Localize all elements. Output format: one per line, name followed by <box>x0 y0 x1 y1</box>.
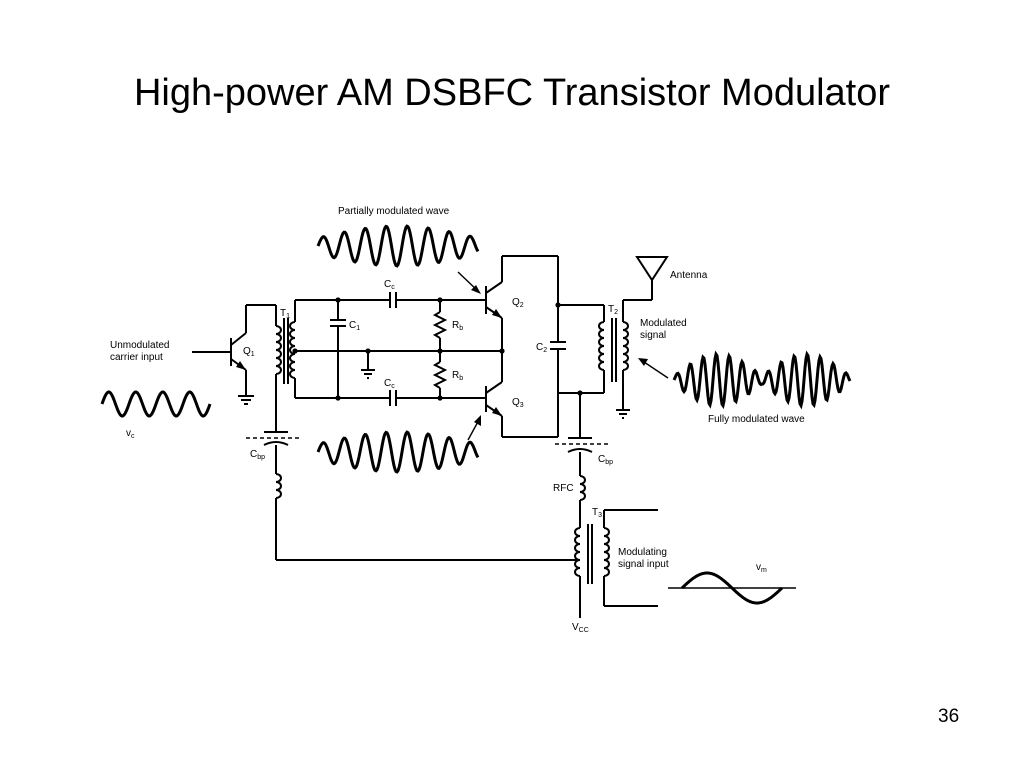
slide-title: High-power AM DSBFC Transistor Modulator <box>133 72 891 114</box>
cbp-left <box>246 431 578 561</box>
transformer-t1 <box>275 300 296 432</box>
carrier-input-label-2: carrier input <box>110 352 163 363</box>
vc-label: vc <box>126 428 135 440</box>
c1-label: C1 <box>349 320 360 332</box>
modulating-input-label-1: Modulating <box>618 547 667 558</box>
modulating-input-label-2: signal input <box>618 559 669 570</box>
slide-number: 36 <box>938 706 960 727</box>
partially-modulated-waveform <box>316 224 480 268</box>
cbp-right-label: Cbp <box>598 454 613 466</box>
transistor-q3 <box>467 348 558 441</box>
carrier-waveform <box>100 390 212 418</box>
bias-network <box>292 292 502 406</box>
partially-modulated-label: Partially modulated wave <box>338 206 450 217</box>
cc-bottom-label: Cc <box>384 378 395 390</box>
vcc-label: VCC <box>572 622 589 634</box>
fully-modulated-waveform <box>672 350 852 410</box>
antenna-label: Antenna <box>670 270 708 281</box>
t3-label: T3 <box>592 507 602 519</box>
supply-network <box>555 393 658 618</box>
modulating-sine-waveform <box>680 571 784 605</box>
modulated-signal-label-1: Modulated <box>640 318 687 329</box>
fully-modulated-label: Fully modulated wave <box>708 414 805 425</box>
transistor-q1 <box>192 304 276 405</box>
q1-label: Q1 <box>243 346 255 358</box>
carrier-input-label-1: Unmodulated <box>110 340 169 351</box>
cbp-left-label: Cbp <box>250 449 265 461</box>
t1-label: T1 <box>280 308 290 320</box>
output-tank <box>550 256 669 437</box>
q3-input-waveform <box>316 430 480 474</box>
modulated-signal-label-2: signal <box>640 330 666 341</box>
transistor-q2 <box>457 255 558 351</box>
q2-label: Q2 <box>512 297 524 309</box>
rb-bottom-label: Rb <box>452 370 463 382</box>
q3-label: Q3 <box>512 397 524 409</box>
cc-top-label: Cc <box>384 279 395 291</box>
t2-label: T2 <box>608 304 618 316</box>
rfc-label: RFC <box>553 483 574 494</box>
vm-label: vm <box>756 562 767 574</box>
c2-label: C2 <box>536 342 547 354</box>
rb-top-label: Rb <box>452 320 463 332</box>
